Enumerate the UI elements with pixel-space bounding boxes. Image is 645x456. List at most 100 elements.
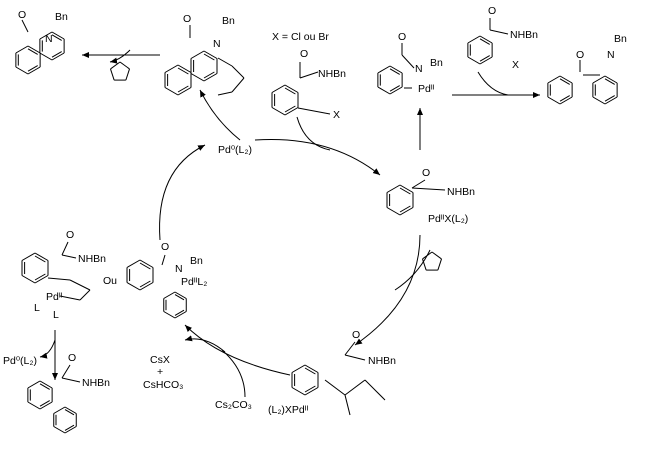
label-o: O <box>68 352 76 364</box>
aryl-halide <box>271 107 286 116</box>
benzene-ring <box>126 282 141 291</box>
label-nhbn: NHBn <box>510 29 538 41</box>
benzene-ring <box>479 35 493 44</box>
label-n: N <box>175 263 183 275</box>
benzene-ring <box>163 291 176 299</box>
text-labels: O N Bn O N Bn X = Cl ou Br O NHBn X O N … <box>3 5 627 416</box>
isoquinolinone <box>27 45 41 54</box>
cycle-arrow-right <box>354 234 421 346</box>
arrow-cyclopentadiene <box>109 49 131 64</box>
label-bn: Bn <box>222 15 235 27</box>
isoquinolinone <box>51 31 65 40</box>
bond <box>401 54 415 69</box>
benzene-ring <box>39 380 53 389</box>
benzene-ring <box>604 75 618 84</box>
benzene-ring <box>139 280 151 288</box>
label-o: O <box>66 229 74 241</box>
reaction-arrows <box>39 49 540 398</box>
bond <box>324 379 346 396</box>
label-l: L <box>53 309 59 321</box>
aryl-halide <box>284 84 299 93</box>
benzene-ring <box>604 78 615 85</box>
bond <box>299 71 319 79</box>
benzene-ring <box>164 87 179 96</box>
bond <box>47 277 71 281</box>
isoquinolinone <box>51 34 62 41</box>
benzene-ring <box>139 262 151 270</box>
benzene-ring <box>559 96 573 105</box>
bond <box>344 394 351 416</box>
benzene-ring <box>389 86 403 95</box>
label-o: O <box>183 13 191 25</box>
benzene-ring <box>21 275 36 284</box>
benzene-ring <box>389 68 400 75</box>
benzene-ring <box>604 95 615 102</box>
bond <box>61 377 81 383</box>
plus-sign: + <box>157 366 163 378</box>
benzene-ring <box>174 294 185 301</box>
benzene-ring <box>203 50 218 59</box>
bond <box>344 379 366 396</box>
label-pd2: Pdᴵᴵ <box>46 291 63 303</box>
ou-label: Ou <box>103 275 117 287</box>
benzene-ring <box>592 96 606 105</box>
benzene-ring <box>377 65 391 74</box>
bond <box>231 65 245 79</box>
label-nhbn: NHBn <box>82 377 110 389</box>
label-l: L <box>34 302 40 314</box>
benzene-ring <box>64 424 75 431</box>
bond <box>411 179 426 189</box>
label-n: N <box>213 38 221 50</box>
benzene-ring <box>479 55 490 62</box>
benzene-ring <box>399 207 414 216</box>
bond <box>231 77 245 93</box>
benzene-ring <box>203 71 215 79</box>
benzene-ring <box>399 205 411 213</box>
benzene-ring <box>389 85 400 92</box>
aryl-halide <box>271 84 286 93</box>
label-bn: Bn <box>190 255 203 267</box>
benzene-ring <box>139 282 154 291</box>
bond <box>59 295 81 301</box>
label-pd2l2: PdᴵᴵL₂ <box>181 276 207 288</box>
benzene-ring <box>64 409 75 416</box>
benzene-ring <box>174 291 187 299</box>
label-bn: Bn <box>55 11 68 23</box>
cycle-arrow-bottom <box>184 324 291 376</box>
benzene-ring <box>559 95 570 102</box>
label-x: X <box>333 109 340 121</box>
benzene-ring <box>291 387 306 396</box>
label-nhbn: NHBn <box>318 68 346 80</box>
label-pd2: Pdᴵᴵ <box>418 83 435 95</box>
bond <box>489 29 509 35</box>
benzene-ring <box>467 35 481 44</box>
benzene-ring <box>27 401 41 410</box>
cyclopentadiene-icon <box>110 61 121 70</box>
label-pd2x: PdᴵᴵX(L₂) <box>428 213 468 225</box>
cyclopentadiene-icon <box>119 61 130 70</box>
bond <box>61 241 69 256</box>
aryl-halide <box>284 107 299 116</box>
benzene-ring <box>164 64 179 73</box>
cshco3-byproduct: CsHCO₃ <box>143 379 183 391</box>
label-o: O <box>576 49 584 61</box>
benzene-ring <box>53 426 66 434</box>
cyclopentadiene-icon <box>110 68 115 81</box>
benzene-ring <box>177 64 192 73</box>
cs2co3-reagent: Cs₂CO₃ <box>215 399 252 411</box>
isoquinolinone <box>27 65 38 72</box>
isoquinolinone <box>51 52 65 61</box>
bond <box>61 364 71 379</box>
arrow-csx-out <box>184 335 226 353</box>
bond <box>69 279 91 291</box>
bond <box>61 254 77 259</box>
benzene-ring <box>27 380 41 389</box>
benzene-ring <box>39 383 50 390</box>
label-o: O <box>422 167 430 179</box>
bond <box>217 91 233 96</box>
benzene-ring <box>177 85 189 93</box>
bond <box>344 354 366 361</box>
label-o: O <box>398 31 406 43</box>
isoquinolinone <box>39 52 53 61</box>
arrow-substrate-in <box>296 116 331 151</box>
